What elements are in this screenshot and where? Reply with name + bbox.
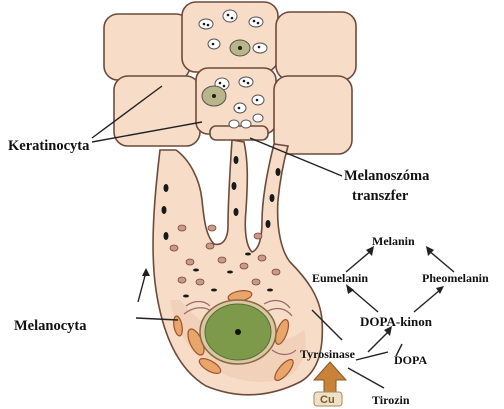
melanin-label: Melanin [372,234,415,248]
melanocyta-arrow [138,272,146,302]
cu-label: Cu [320,394,335,406]
pheomelanin-label: Pheomelanin [422,271,489,285]
eumelanin-label: Eumelanin [312,271,368,285]
cu-arrow [314,362,346,392]
keratinocyta-label: Keratinocyta [8,138,90,154]
tirozin-label: Tirozin [372,393,410,407]
transzfer-label: transzfer [352,188,409,204]
melanocyte-cell [153,140,322,395]
keratinocyte-cell [276,12,356,80]
dopa-kinon-label: DOPA-kinon [360,314,433,329]
dopa-label: DOPA [394,353,427,367]
melanoszoma-label: Melanoszóma [344,168,430,184]
tyrosinase-label: Tyrosinase [300,347,356,361]
keratinocyte-cell [210,126,268,140]
keratinocyte-cell [104,14,190,80]
keratinocyte-cell [274,76,352,154]
nucleus [200,300,276,364]
keratinocyte-cluster [104,2,356,154]
melanocyta-label: Melanocyta [14,318,87,334]
nucleolus [235,329,241,335]
